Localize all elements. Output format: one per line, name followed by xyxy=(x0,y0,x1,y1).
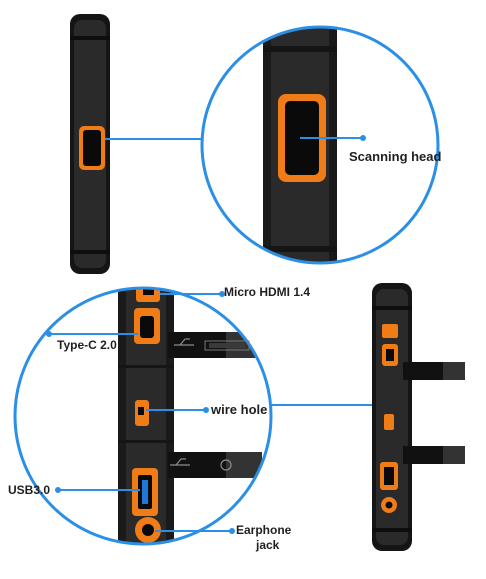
usb-symbol-icon xyxy=(174,338,194,346)
label-micro-hdmi: Micro HDMI 1.4 xyxy=(224,285,311,299)
label-scanning-head: Scanning head xyxy=(349,149,442,164)
label-earphone-jack: jack xyxy=(256,538,280,552)
label-type-c: Type-C 2.0 xyxy=(57,338,117,352)
callout-dot-scanning xyxy=(360,135,366,141)
hdmi-symbol-icon xyxy=(204,340,250,351)
scanning-head-small xyxy=(79,126,105,170)
label-usb3: USB3.0 xyxy=(8,483,51,497)
label-earphone: Earphone xyxy=(236,523,292,537)
bottom-callout-dots xyxy=(46,291,235,534)
headphone-symbol-icon xyxy=(220,459,232,471)
zoom-circle-top xyxy=(200,25,440,265)
bottom-callout-lines xyxy=(49,293,392,532)
label-wire-hole: wire hole xyxy=(211,402,268,417)
device-side-bottom xyxy=(372,283,465,551)
zoom-circle-bottom xyxy=(13,286,273,546)
usb-symbol-icon-2 xyxy=(170,458,190,466)
